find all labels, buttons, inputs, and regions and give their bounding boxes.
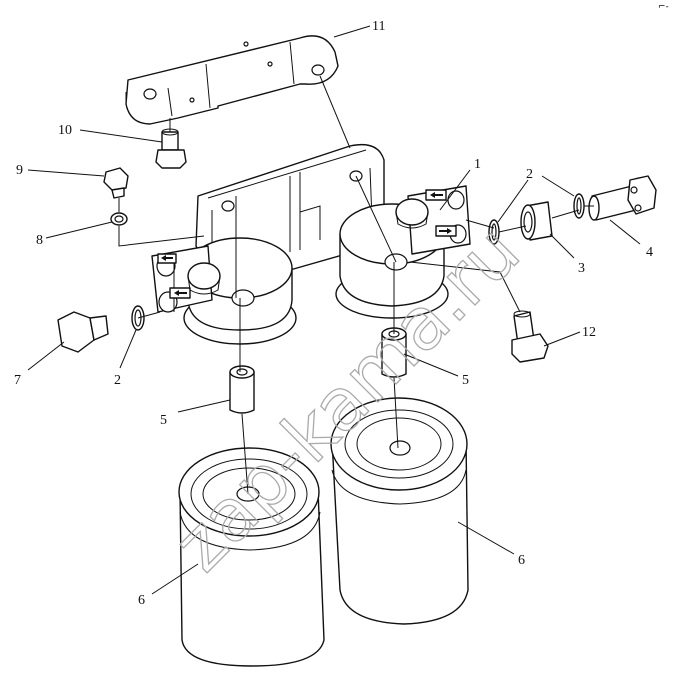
corner-mark: ⌐- — [658, 2, 669, 12]
right-head-bowl — [335, 185, 471, 319]
callout-3: 3 — [578, 261, 585, 276]
part-3-sleeve — [520, 201, 553, 241]
part-2-right-seal-b — [573, 193, 585, 219]
assembly-lines — [118, 75, 594, 495]
callout-6-right: 6 — [518, 553, 525, 568]
part-9-plug — [103, 167, 129, 199]
left-head-bowl — [151, 237, 297, 345]
callout-7: 7 — [14, 373, 21, 388]
callout-10: 10 — [58, 123, 72, 138]
callout-4: 4 — [646, 245, 653, 260]
part-6-left-filter — [178, 447, 325, 667]
part-7-plug — [57, 311, 109, 353]
callout-8: 8 — [36, 233, 43, 248]
callout-labels: 11 10 9 8 7 2 1 2 3 4 12 5 5 6 6 — [14, 19, 653, 608]
callout-5-right: 5 — [462, 373, 469, 388]
callout-2-left: 2 — [114, 373, 121, 388]
callout-11: 11 — [372, 19, 385, 34]
part-10-bolt — [155, 128, 187, 169]
part-5-left-sleeve — [229, 365, 255, 414]
callout-5-left: 5 — [160, 413, 167, 428]
callout-12: 12 — [582, 325, 596, 340]
callout-leaders — [27, 25, 641, 595]
callout-1: 1 — [474, 157, 481, 172]
callout-2-right-a: 2 — [526, 167, 533, 182]
part-5-right-sleeve — [381, 327, 407, 378]
part-11-top-bracket — [125, 35, 339, 125]
part-12-bolt — [511, 310, 549, 363]
part-4-banjo-bolt — [588, 175, 657, 221]
part-6-right-filter — [330, 397, 469, 625]
callout-6-left: 6 — [138, 593, 145, 608]
part-2-right-seal-a — [488, 219, 500, 245]
callout-9: 9 — [16, 163, 23, 178]
part-8-washer — [110, 212, 128, 226]
